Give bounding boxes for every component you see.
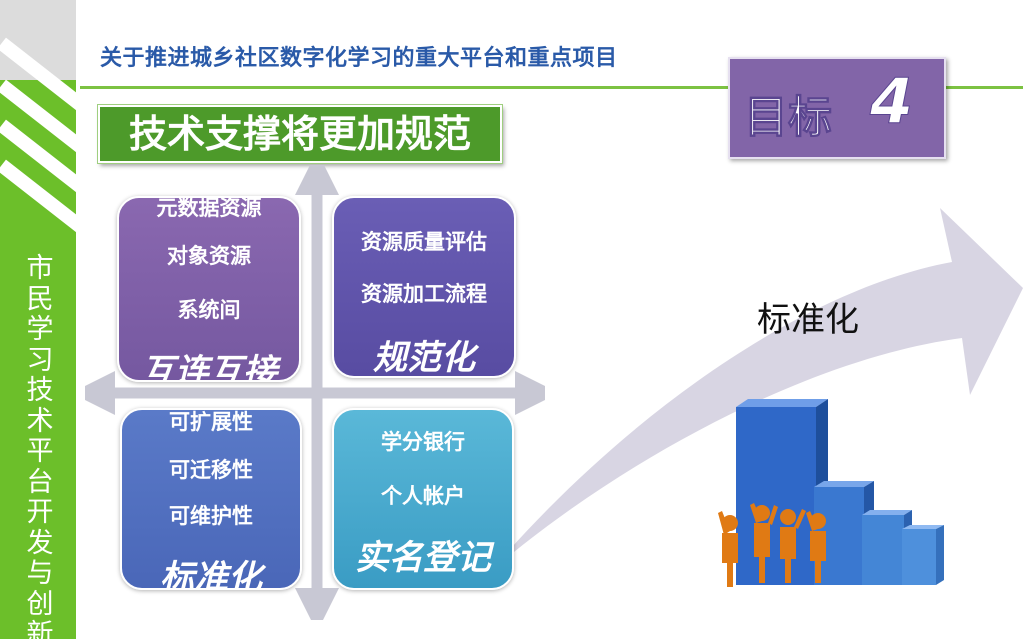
quadrant-standardization: 资源质量评估 资源加工流程 规范化 bbox=[332, 196, 516, 378]
quadrant-item: 学分银行 bbox=[381, 430, 465, 454]
section-title: 技术支撑将更加规范 bbox=[98, 105, 502, 163]
sidebar-char: 术 bbox=[26, 405, 54, 437]
quadrant-item: 可迁移性 bbox=[169, 458, 253, 482]
people-figures bbox=[718, 503, 826, 587]
sidebar-char: 民 bbox=[26, 283, 54, 315]
curved-arrow-icon bbox=[490, 208, 1023, 572]
quadrant-title: 规范化 bbox=[373, 338, 475, 378]
quadrant-item: 个人帐户 bbox=[381, 484, 465, 508]
quadrant-item: 元数据资源 bbox=[156, 196, 262, 220]
quadrant-title: 互连互接 bbox=[141, 352, 277, 382]
quadrant-item: 可维护性 bbox=[169, 504, 253, 528]
quadrant-interconnect: 元数据资源 对象资源 系统间 互连互接 bbox=[117, 196, 301, 382]
quadrant-item: 对象资源 bbox=[167, 244, 251, 268]
quadrant-item: 系统间 bbox=[177, 298, 241, 322]
quadrant-item: 可扩展性 bbox=[169, 410, 253, 434]
sidebar-char: 技 bbox=[26, 375, 54, 406]
sidebar-char: 台 bbox=[26, 466, 54, 498]
arrow-label: 标准化 bbox=[757, 300, 859, 340]
sidebar-char: 学 bbox=[26, 314, 54, 345]
header-divider bbox=[80, 86, 1023, 89]
goal-label: 目标 bbox=[744, 92, 833, 144]
quadrant-normalization: 可扩展性 可迁移性 可维护性 标准化 bbox=[120, 408, 302, 590]
quadrant-title: 标准化 bbox=[160, 558, 262, 590]
sidebar-char: 发 bbox=[26, 527, 54, 559]
page-title: 关于推进城乡社区数字化学习的重大平台和重点项目 bbox=[100, 46, 618, 71]
quadrant-title: 实名登记 bbox=[355, 538, 491, 578]
bar bbox=[902, 525, 944, 585]
sidebar-char: 习 bbox=[26, 344, 54, 376]
quadrant-item: 资源质量评估 bbox=[361, 230, 487, 254]
sidebar-char: 平 bbox=[26, 436, 54, 467]
sidebar-char: 与 bbox=[26, 558, 54, 589]
bar bbox=[736, 399, 828, 585]
arrow-shape bbox=[490, 208, 1023, 572]
growth-chart-people-icon bbox=[718, 399, 944, 587]
sidebar-char: 开 bbox=[26, 497, 54, 528]
sidebar-char: 市 bbox=[26, 253, 54, 284]
quadrant-item: 资源加工流程 bbox=[361, 282, 487, 306]
quadrant-registration: 学分银行 个人帐户 实名登记 bbox=[332, 408, 514, 590]
goal-badge: 目标 4 bbox=[728, 57, 946, 159]
sidebar-char: 创 bbox=[26, 588, 54, 620]
sidebar-char: 新 bbox=[26, 619, 54, 639]
sidebar-vertical-title: 市 民 学 习 技 术 平 台 开 发 与 创 新 bbox=[24, 253, 56, 639]
quadrant-axes bbox=[85, 165, 545, 620]
sidebar: 市 民 学 习 技 术 平 台 开 发 与 创 新 bbox=[0, 0, 76, 639]
goal-number: 4 bbox=[869, 65, 914, 139]
